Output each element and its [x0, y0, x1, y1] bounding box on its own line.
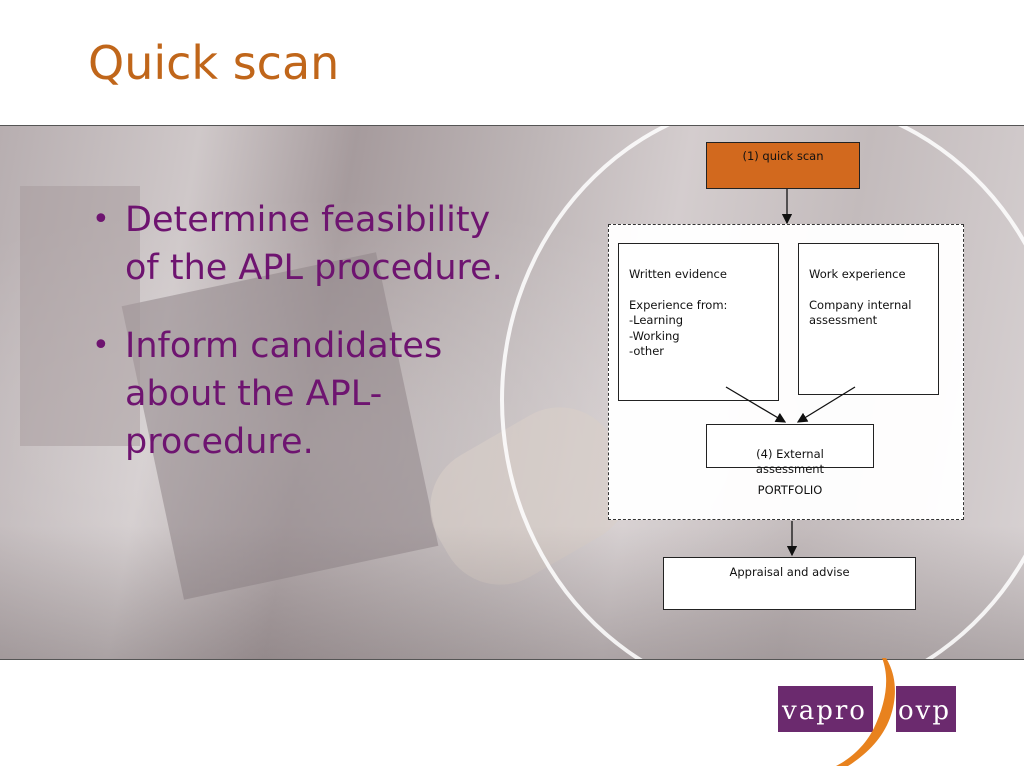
appraisal-label: Appraisal and advise [729, 565, 850, 579]
bullet-text: Determine feasibility of the APL procedu… [125, 200, 503, 288]
vapro-ovp-logo: vapro ovp [778, 658, 956, 766]
quick-scan-label: (1) quick scan [742, 149, 824, 163]
logo-graphic: vapro ovp [778, 658, 956, 766]
written-evidence-text: Written evidence Experience from: -Learn… [629, 266, 728, 359]
page-title: Quick scan [88, 36, 340, 90]
bullet-text: Inform candidates about the APL-procedur… [125, 326, 443, 462]
work-experience-box: Work experience Company internal assessm… [798, 243, 939, 395]
external-assessment-text: (4) External assessment [755, 446, 825, 477]
appraisal-box: Appraisal and advise [663, 557, 916, 610]
portfolio-label: PORTFOLIO [757, 483, 823, 497]
bullet-dot-icon: • [92, 328, 110, 363]
logo-swoosh [836, 658, 895, 766]
bullet-item: • Inform candidates about the APL-proced… [88, 322, 508, 466]
logo-left-bar [778, 686, 873, 732]
background-photo-band: • Determine feasibility of the APL proce… [0, 125, 1024, 660]
quick-scan-box: (1) quick scan [706, 142, 860, 189]
external-assessment-box: (4) External assessment [706, 424, 874, 476]
photo-machine-shape [20, 186, 140, 446]
bullet-list: • Determine feasibility of the APL proce… [88, 196, 508, 496]
logo-text-right: ovp [898, 696, 951, 726]
bullet-item: • Determine feasibility of the APL proce… [88, 196, 508, 292]
bullet-dot-icon: • [92, 202, 110, 237]
logo-text-left: vapro [781, 696, 867, 726]
logo-right-bar [896, 686, 956, 732]
work-experience-text: Work experience Company internal assessm… [809, 266, 912, 328]
photo-circle-outline [500, 126, 1024, 659]
written-evidence-box: Written evidence Experience from: -Learn… [618, 243, 779, 401]
